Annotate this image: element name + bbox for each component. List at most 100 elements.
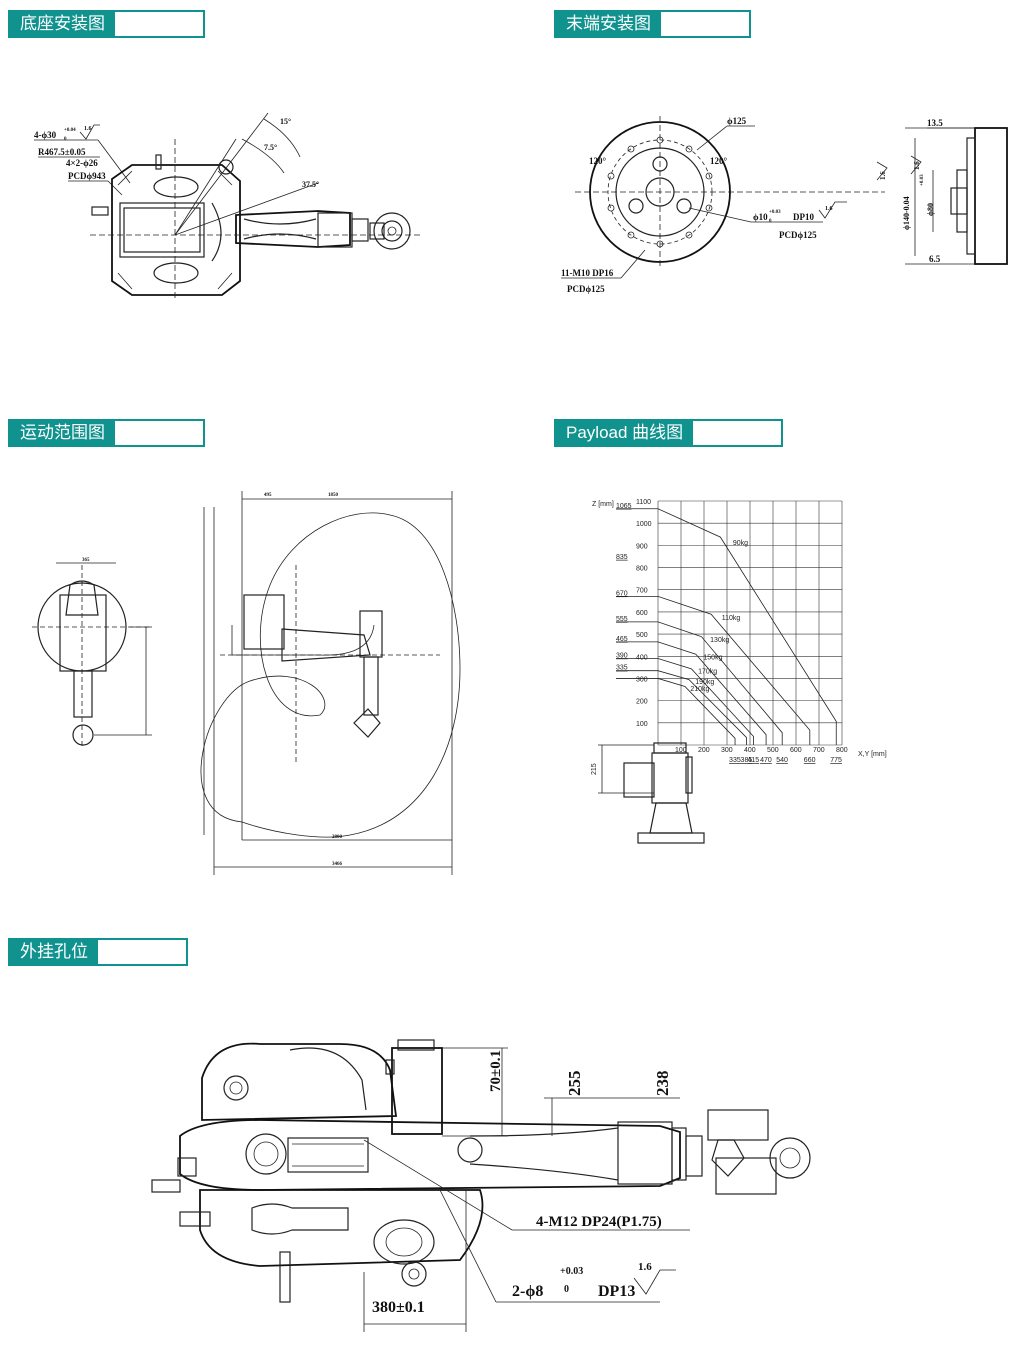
base-angle-7-5: 7.5° bbox=[264, 143, 277, 152]
base-angle-15: 15° bbox=[280, 117, 291, 126]
payload-y-tick: 200 bbox=[636, 699, 648, 706]
end-dim-pin-depth: DP10 bbox=[793, 212, 814, 222]
payload-height-label: 555 bbox=[616, 616, 628, 623]
payload-y-tick: 1100 bbox=[636, 499, 651, 506]
payload-series-label: 190kg bbox=[695, 679, 714, 686]
payload-x-tick: 200 bbox=[698, 747, 710, 754]
payload-curve bbox=[616, 658, 754, 745]
end-dim-side-bottom: 6.5 bbox=[929, 254, 941, 264]
mount-dim-pin-tol0: 0 bbox=[564, 1284, 569, 1295]
base-dim-slots: 4×2-ϕ26 bbox=[66, 158, 98, 168]
end-dim-pin-hole: ϕ10 bbox=[753, 212, 768, 222]
payload-grid bbox=[657, 500, 843, 746]
payload-y-axis-label: Z [mm] bbox=[592, 501, 614, 508]
end-dim-d125: ϕ125 bbox=[727, 116, 747, 126]
end-dim-thread: 11-M10 DP16 bbox=[561, 268, 614, 278]
payload-curve bbox=[616, 641, 767, 745]
base-angle-37-5: 37.5° bbox=[302, 180, 319, 189]
payload-reach-label: 775 bbox=[830, 757, 842, 764]
payload-height-label: 390 bbox=[616, 652, 628, 659]
payload-curve bbox=[616, 678, 736, 745]
motion-dim-top-1: 495 bbox=[264, 493, 272, 498]
payload-x-tick: 500 bbox=[767, 747, 779, 754]
motion-dim-bottom-1: 2800 bbox=[332, 835, 343, 840]
end-dim-thread-pcd: PCDϕ125 bbox=[567, 284, 605, 294]
payload-series-label: 170kg bbox=[698, 669, 717, 676]
payload-reach-label: 470 bbox=[760, 757, 772, 764]
section-header-base: 底座安装图 bbox=[8, 10, 205, 38]
mount-dim-70: 70±0.1 bbox=[488, 1050, 504, 1092]
payload-series-label: 130kg bbox=[710, 637, 729, 644]
payload-y-tick: 500 bbox=[636, 632, 648, 639]
section-header-motion: 运动范围图 bbox=[8, 419, 205, 447]
base-dim-roughness: 1.6 bbox=[84, 126, 92, 132]
payload-curve bbox=[616, 508, 837, 745]
section-header-payload: Payload 曲线图 bbox=[554, 419, 784, 447]
payload-x-tick: 600 bbox=[790, 747, 802, 754]
end-dim-side-rough1: 1.6 bbox=[879, 171, 887, 180]
motion-dim-bottom-2: 3466 bbox=[332, 862, 343, 867]
end-dim-pin-pcd: PCDϕ125 bbox=[779, 230, 817, 240]
mount-dim-pin: 2-ϕ8 bbox=[512, 1283, 543, 1300]
payload-y-tick: 400 bbox=[636, 654, 648, 661]
payload-height-label: 465 bbox=[616, 636, 628, 643]
payload-x-tick: 400 bbox=[744, 747, 756, 754]
payload-height-label: 1065 bbox=[616, 503, 632, 510]
payload-height-label: 670 bbox=[616, 590, 628, 597]
payload-base-offset: 215 bbox=[591, 763, 598, 775]
payload-series-label: 150kg bbox=[703, 654, 722, 661]
base-dim-holes: 4-ϕ30 bbox=[34, 130, 57, 140]
mount-dim-pin-roughness: 1.6 bbox=[638, 1261, 652, 1273]
end-angle-right: 120° bbox=[710, 156, 728, 166]
section-title: Payload 曲线图 bbox=[554, 419, 694, 447]
flange-front-view bbox=[575, 116, 885, 268]
mount-dim-255: 255 bbox=[565, 1071, 584, 1097]
payload-y-tick: 900 bbox=[636, 543, 648, 550]
payload-reach-label: 415 bbox=[747, 757, 759, 764]
motion-top-view bbox=[32, 562, 152, 747]
mount-dim-pin-depth: DP13 bbox=[598, 1283, 635, 1300]
motion-side-view bbox=[200, 491, 461, 875]
payload-x-tick: 100 bbox=[675, 747, 687, 754]
payload-reach-label: 335 bbox=[729, 757, 741, 764]
payload-y-tick: 700 bbox=[636, 588, 648, 595]
base-dim-holes-tol0: 0 bbox=[64, 137, 67, 142]
base-mount-drawing: 4-ϕ30 +0.04 0 1.6 R467.5±0.05 4×2-ϕ26 PC… bbox=[34, 112, 420, 301]
end-dim-pin-tol: +0.03 bbox=[769, 210, 781, 215]
payload-y-tick: 800 bbox=[636, 566, 648, 573]
end-dim-side-d140: ϕ140-0.04 bbox=[902, 196, 911, 230]
payload-series-label: 90kg bbox=[733, 540, 748, 547]
payload-x-tick: 800 bbox=[836, 747, 848, 754]
payload-y-tick: 300 bbox=[636, 676, 648, 683]
payload-series-label: 110kg bbox=[722, 615, 741, 622]
payload-reach-label: 540 bbox=[776, 757, 788, 764]
base-dim-radius: R467.5±0.05 bbox=[38, 147, 86, 157]
mount-dim-380: 380±0.1 bbox=[372, 1299, 425, 1316]
section-title: 外挂孔位 bbox=[8, 938, 98, 966]
base-dim-pcd: PCDϕ943 bbox=[68, 171, 106, 181]
mount-dim-thread: 4-M12 DP24(P1.75) bbox=[536, 1214, 662, 1230]
section-title: 运动范围图 bbox=[8, 419, 115, 447]
payload-reach-label: 385 bbox=[741, 757, 753, 764]
payload-height-label: 335 bbox=[616, 665, 628, 672]
motion-dim-width: 365 bbox=[82, 558, 90, 563]
payload-height-label: 835 bbox=[616, 554, 628, 561]
robot-base-illustration bbox=[90, 139, 420, 301]
section-title: 末端安装图 bbox=[554, 10, 661, 38]
payload-y-tick: 600 bbox=[636, 610, 648, 617]
section-title: 底座安装图 bbox=[8, 10, 115, 38]
end-dim-pin-tol0: 0 bbox=[769, 219, 772, 224]
end-dim-side-rough2: 1.6 bbox=[913, 161, 921, 170]
payload-x-tick: 700 bbox=[813, 747, 825, 754]
external-mount-drawing: 70±0.1 255 238 4-M12 DP24(P1.75) 2-ϕ8 +0… bbox=[151, 1039, 811, 1332]
payload-y-tick: 100 bbox=[636, 721, 648, 728]
mount-robot-illustration bbox=[151, 1039, 811, 1303]
mount-dim-238: 238 bbox=[653, 1071, 672, 1097]
payload-series-label: 210kg bbox=[690, 686, 709, 693]
payload-reach-label: 660 bbox=[804, 757, 816, 764]
end-dim-side-top: 13.5 bbox=[927, 118, 943, 128]
end-angle-left: 120° bbox=[589, 156, 607, 166]
section-header-end: 末端安装图 bbox=[554, 10, 751, 38]
